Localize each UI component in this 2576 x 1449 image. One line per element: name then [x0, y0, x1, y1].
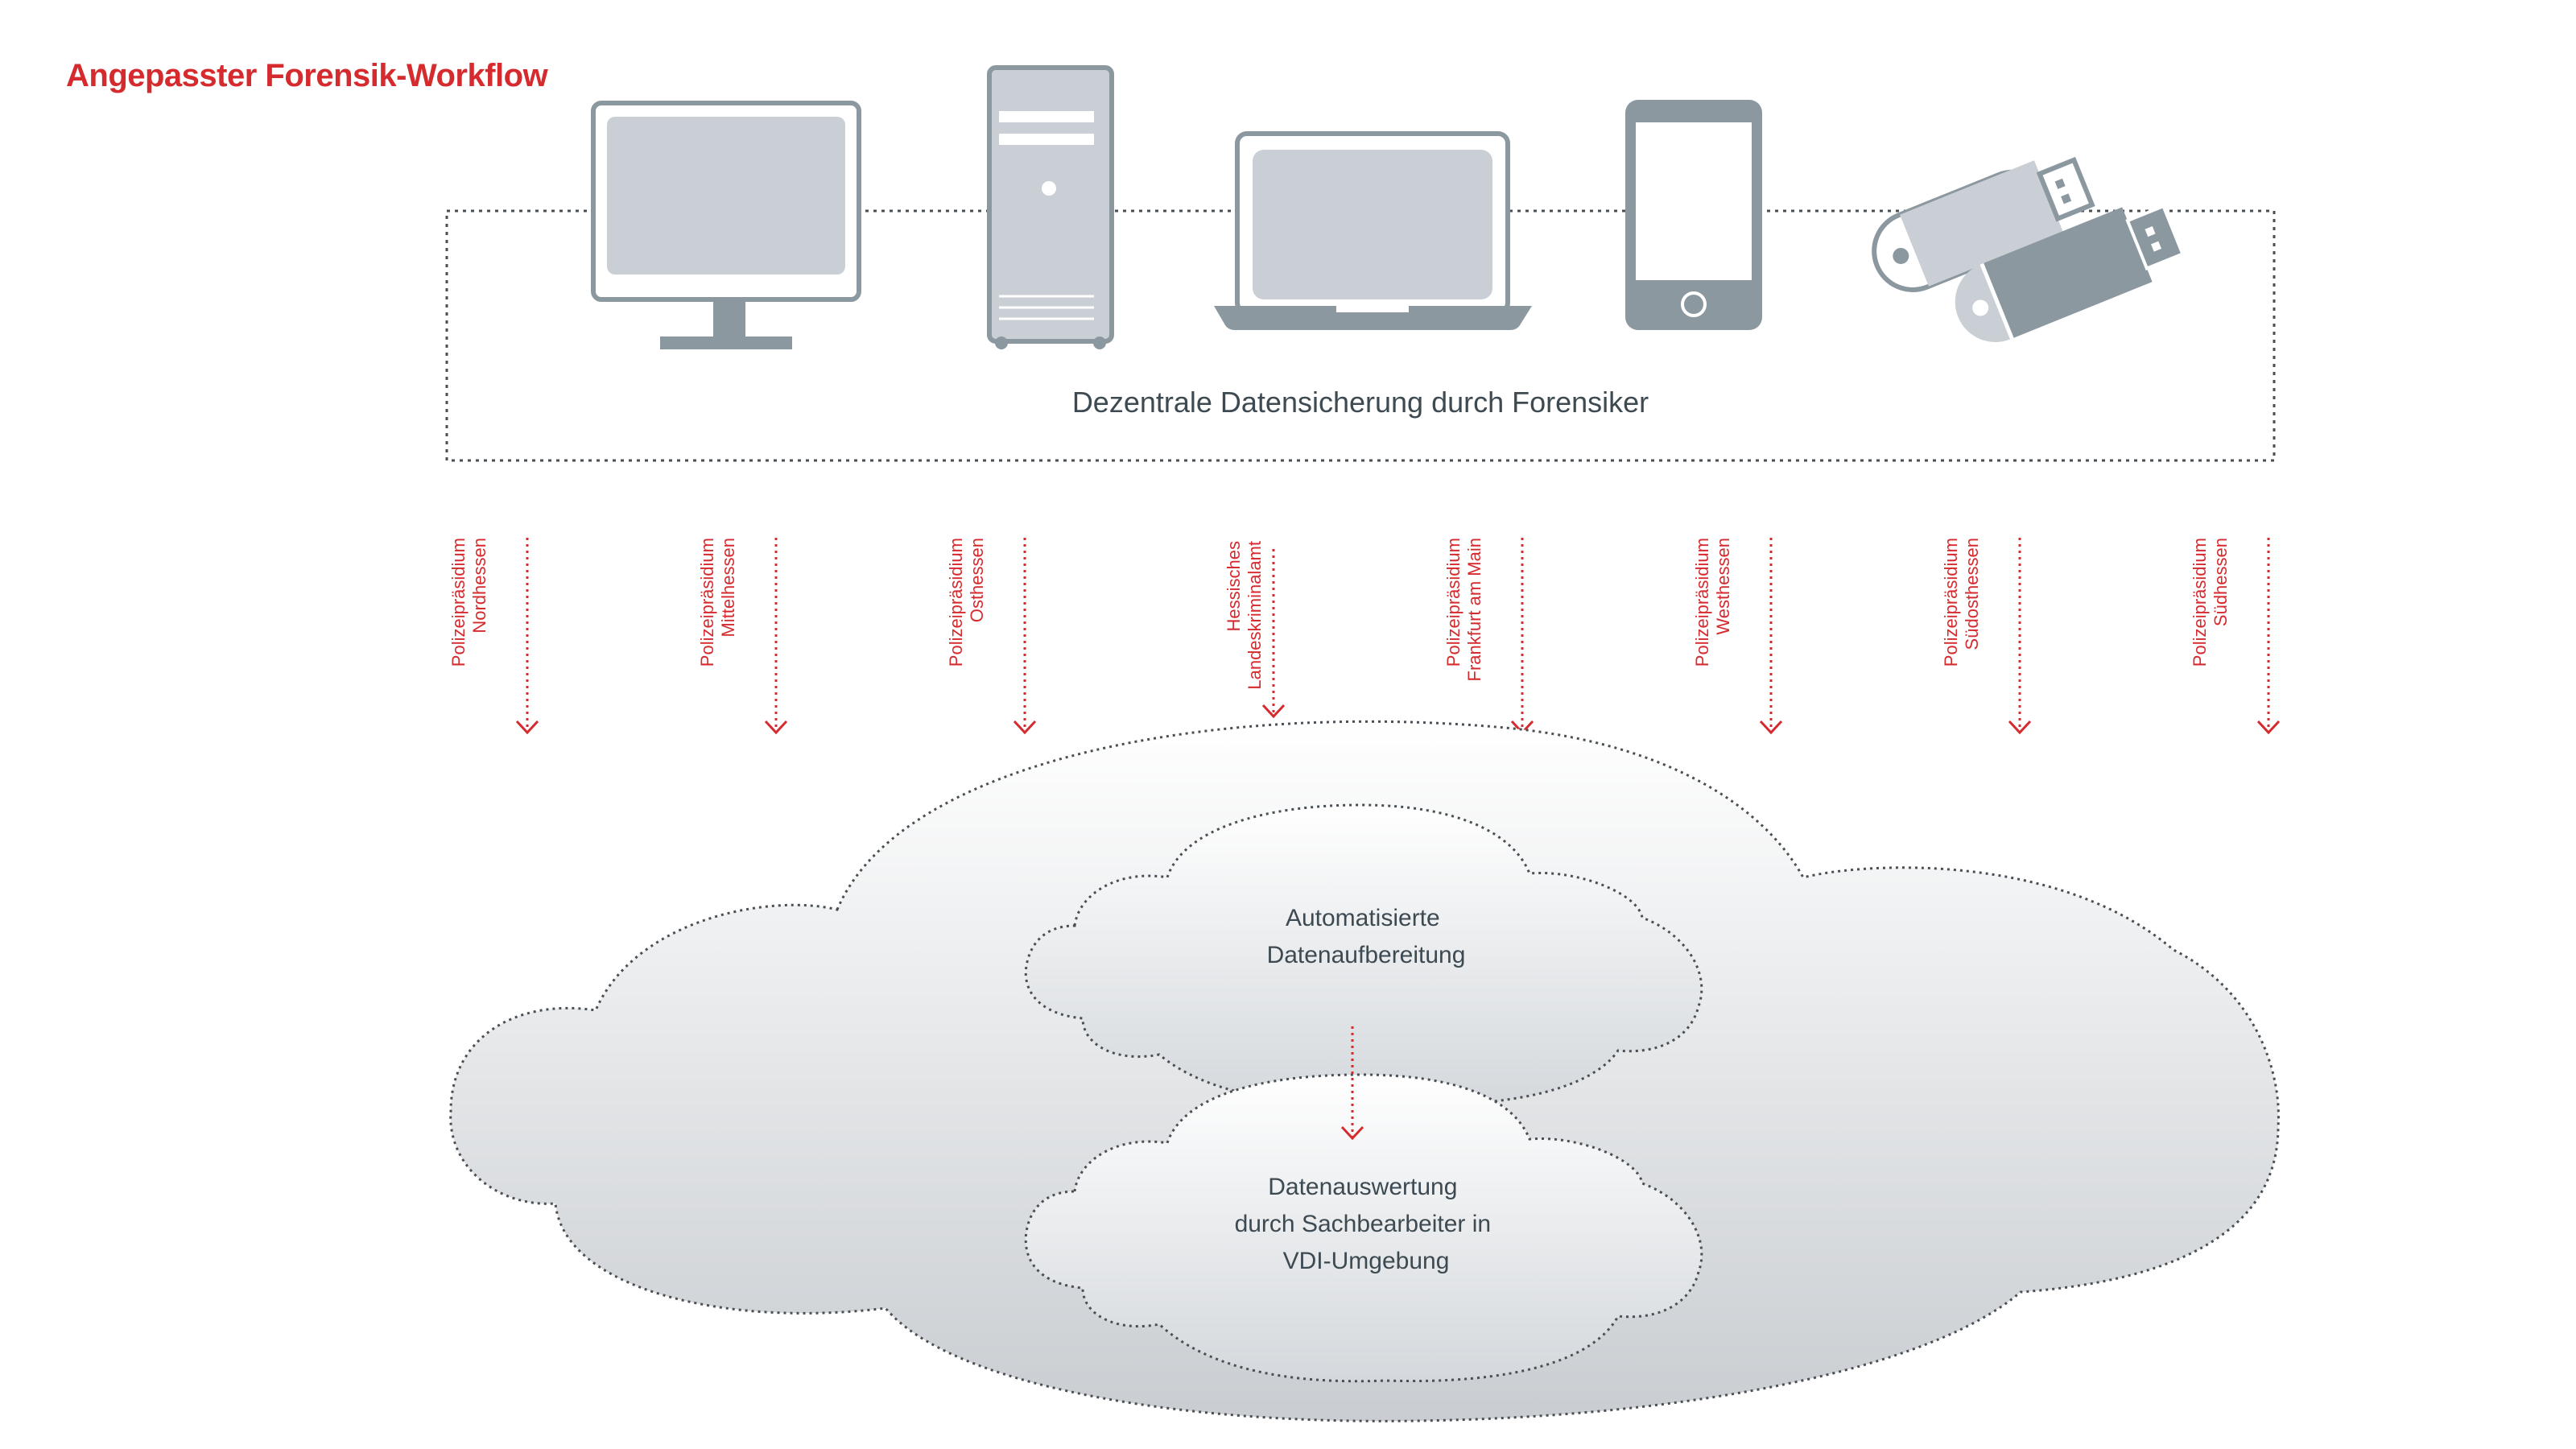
source-item: HessischesLandeskriminalamt	[1224, 541, 1286, 719]
source-arrow-head	[764, 720, 788, 735]
source-item: PolizeipräsidiumSüdosthessen	[1941, 538, 2032, 735]
source-label-line2: Osthessen	[967, 538, 987, 622]
source-label-line1: Polizeipräsidium	[448, 538, 469, 667]
analysis-label-line3: VDI-Umgebung	[1283, 1248, 1450, 1274]
box-caption: Dezentrale Datensicherung durch Forensik…	[1072, 386, 1649, 419]
source-label: PolizeipräsidiumFrankfurt am Main	[1443, 538, 1484, 682]
source-label-line1: Polizeipräsidium	[1443, 538, 1463, 667]
tower-pc-icon	[987, 65, 1114, 349]
source-item: PolizeipräsidiumMittelhessen	[697, 538, 788, 735]
source-item: PolizeipräsidiumOsthessen	[946, 538, 1037, 735]
source-arrow-head	[1759, 720, 1783, 735]
source-label: PolizeipräsidiumNordhessen	[448, 538, 489, 667]
source-item: PolizeipräsidiumNordhessen	[448, 538, 539, 735]
source-label: PolizeipräsidiumOsthessen	[946, 538, 987, 667]
source-label-line2: Südosthessen	[1962, 538, 1982, 650]
analysis-label: Datenauswertung durch Sachbearbeiter in …	[1235, 1174, 1498, 1274]
source-label-line2: Mittelhessen	[718, 538, 738, 638]
source-label-line1: Polizeipräsidium	[2190, 538, 2210, 667]
desktop-monitor-icon	[591, 101, 861, 349]
source-arrow-head	[1013, 720, 1037, 735]
source-arrow-head	[2256, 720, 2281, 735]
processing-label-line1: Automatisierte	[1286, 905, 1440, 931]
source-arrow-head	[2008, 720, 2032, 735]
source-label-line2: Westhessen	[1713, 538, 1733, 635]
analysis-label-line1: Datenauswertung	[1268, 1174, 1457, 1200]
source-label-line2: Frankfurt am Main	[1464, 538, 1484, 682]
processing-to-analysis-arrow	[1340, 1026, 1364, 1141]
diagram-title: Angepasster Forensik-Workflow	[66, 58, 548, 93]
source-label-line1: Polizeipräsidium	[1692, 538, 1712, 667]
smartphone-icon	[1625, 100, 1762, 330]
source-item: PolizeipräsidiumWesthessen	[1692, 538, 1783, 735]
inner-cloud-processing	[1024, 803, 1703, 1106]
processing-label-line2: Datenaufbereitung	[1267, 942, 1466, 968]
source-label: PolizeipräsidiumSüdhessen	[2190, 538, 2231, 667]
source-label-line2: Nordhessen	[469, 538, 489, 634]
source-item: PolizeipräsidiumFrankfurt am Main	[1443, 538, 1534, 735]
processing-label: Automatisierte Datenaufbereitung	[1267, 905, 1466, 968]
source-label: PolizeipräsidiumSüdosthessen	[1941, 538, 1982, 667]
source-label: HessischesLandeskriminalamt	[1224, 541, 1265, 690]
laptop-icon	[1214, 131, 1532, 330]
source-label-line1: Polizeipräsidium	[697, 538, 717, 667]
source-arrow-head	[1261, 704, 1286, 719]
source-label: PolizeipräsidiumWesthessen	[1692, 538, 1733, 667]
source-arrow-head	[515, 720, 539, 735]
inner-cloud-analysis	[1024, 1073, 1703, 1383]
source-label: PolizeipräsidiumMittelhessen	[697, 538, 738, 667]
source-label-line1: Polizeipräsidium	[1941, 538, 1961, 667]
source-label-line1: Polizeipräsidium	[946, 538, 966, 667]
source-label-line1: Hessisches	[1224, 541, 1244, 631]
source-label-line2: Südhessen	[2211, 538, 2231, 626]
source-label-line2: Landeskriminalamt	[1245, 541, 1265, 690]
analysis-label-line2: durch Sachbearbeiter in	[1235, 1211, 1492, 1237]
usb-sticks-icon	[1872, 156, 2185, 342]
source-item: PolizeipräsidiumSüdhessen	[2190, 538, 2281, 735]
